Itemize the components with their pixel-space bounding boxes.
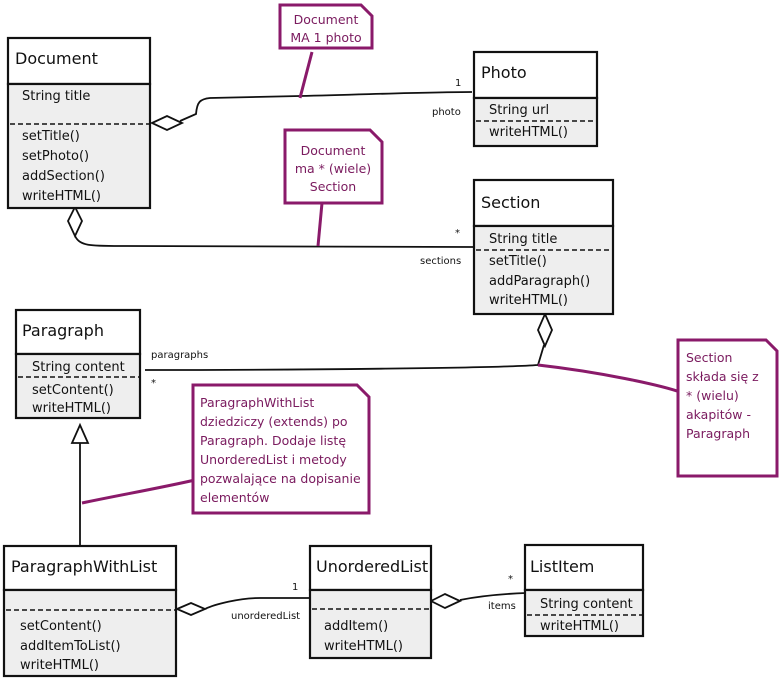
association-document-photo: [179, 91, 473, 122]
class-method: writeHTML(): [324, 639, 403, 654]
note-line: Document: [301, 143, 366, 158]
class-method: addItem(): [324, 619, 388, 634]
class-method: writeHTML(): [20, 658, 99, 673]
note-line: Paragraph. Dodaje listę: [200, 433, 346, 448]
photo-multiplicity: 1: [455, 78, 461, 89]
note-line: pozwalające na dopisanie: [200, 471, 361, 486]
class-method: setContent(): [32, 383, 114, 398]
note-line: MA 1 photo: [290, 30, 361, 45]
class-paragraph-with-list: ParagraphWithList setContent() addItemTo…: [2, 544, 178, 678]
class-method: writeHTML(): [22, 189, 101, 204]
class-method: addItemToList(): [20, 639, 121, 654]
class-name: Document: [15, 49, 98, 68]
class-name: ListItem: [530, 557, 594, 576]
class-name: Section: [481, 193, 540, 212]
class-attr: String url: [489, 103, 549, 118]
class-attr: String content: [32, 360, 125, 375]
note-line: Section: [310, 179, 356, 194]
note-line: akapitów -: [686, 407, 751, 422]
sections-multiplicity: *: [455, 228, 460, 239]
note-line: Section: [686, 350, 732, 365]
class-name: Photo: [481, 63, 527, 82]
note-line: Paragraph: [686, 426, 750, 441]
note-document-photo: Document MA 1 photo: [278, 3, 374, 99]
association-paragraphwithlist-unorderedlist: [204, 597, 310, 610]
note-line: UnorderedList i metody: [200, 452, 347, 467]
association-section-paragraph: [144, 344, 545, 371]
items-multiplicity: *: [508, 574, 513, 585]
class-method: setContent(): [20, 619, 102, 634]
class-list-item: ListItem String content writeHTML(): [523, 543, 645, 638]
class-paragraph: Paragraph String content setContent() wr…: [14, 308, 142, 420]
class-name: UnorderedList: [316, 557, 428, 576]
note-line: ParagraphWithList: [200, 395, 314, 410]
class-attr: String title: [22, 89, 90, 104]
class-method: writeHTML(): [540, 619, 619, 634]
items-role-label: items: [488, 601, 516, 612]
photo-role-label: photo: [432, 107, 461, 118]
unorderedlist-role-label: unorderedList: [231, 611, 300, 622]
unorderedlist-multiplicity: 1: [292, 582, 298, 593]
class-method: setPhoto(): [22, 149, 89, 164]
composition-diamond-paragraphwithlist-list: [174, 602, 208, 616]
note-document-section: Document ma * (wiele) Section: [283, 128, 384, 247]
class-document: Document String title setTitle() setPhot…: [6, 36, 152, 210]
note-section-paragraph: Section składa się z * (wielu) akapitów …: [537, 338, 779, 478]
association-unorderedlist-listitem: [459, 592, 527, 601]
class-method: addParagraph(): [489, 274, 590, 289]
sections-role-label: sections: [420, 256, 461, 267]
note-line: ma * (wiele): [295, 161, 371, 176]
paragraphs-role-label: paragraphs: [151, 350, 208, 361]
note-line: składa się z: [686, 369, 759, 384]
class-method: addSection(): [22, 169, 105, 184]
composition-diamond-document-section: [67, 204, 83, 239]
composition-diamond-section-paragraph: [537, 311, 553, 349]
class-method: writeHTML(): [489, 125, 568, 140]
class-method: setTitle(): [489, 254, 547, 269]
class-method: writeHTML(): [32, 401, 111, 416]
class-unordered-list: UnorderedList addItem() writeHTML(): [308, 544, 433, 660]
composition-diamond-list-listitem: [428, 593, 463, 609]
note-line: * (wielu): [686, 388, 739, 403]
class-name: ParagraphWithList: [11, 557, 157, 576]
generalization-arrowhead: [70, 422, 90, 444]
class-photo: Photo String url writeHTML(): [472, 50, 599, 148]
paragraphs-multiplicity: *: [151, 378, 156, 389]
class-method: writeHTML(): [489, 293, 568, 308]
class-attr: String content: [540, 597, 633, 612]
note-line: Document: [294, 12, 359, 27]
class-name: Paragraph: [22, 321, 104, 340]
class-method: setTitle(): [22, 129, 80, 144]
association-document-section: [74, 235, 474, 248]
note-line: elementów: [200, 490, 269, 505]
class-section: Section String title setTitle() addParag…: [472, 178, 615, 316]
note-line: dziedziczy (extends) po: [200, 414, 348, 429]
note-paragraph-with-list: ParagraphWithList dziedziczy (extends) p…: [81, 383, 371, 515]
class-attr: String title: [489, 232, 557, 247]
composition-diamond-document-photo: [149, 115, 185, 131]
